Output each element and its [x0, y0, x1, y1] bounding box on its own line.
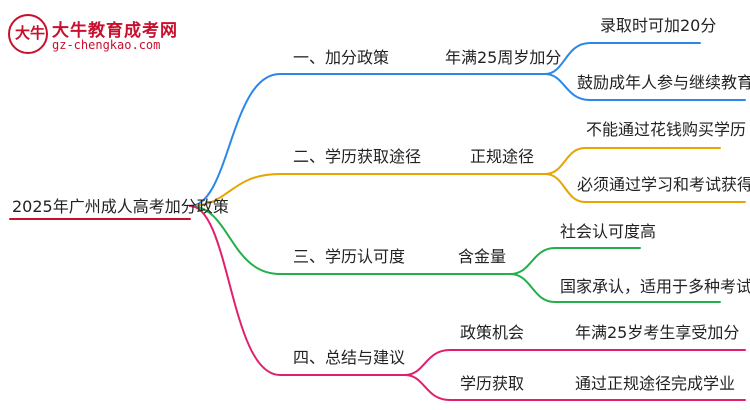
branch-1-leaf-2-connector: [544, 73, 746, 101]
branch-4-sub-2: 学历获取: [460, 374, 525, 393]
branch-2-leaf-1: 不能通过花钱购买学历: [586, 120, 747, 139]
branch-4-connector: [189, 205, 406, 376]
branch-3-label: 三、学历认可度: [293, 247, 406, 266]
branch-2-sub-1: 正规途径: [470, 147, 535, 166]
branch-3-leaf-1-connector: [509, 247, 641, 275]
branch-1-sub-1: 年满25周岁加分: [445, 48, 562, 67]
branch-1-leaf-2: 鼓励成年人参与继续教育: [577, 73, 750, 92]
branch-4-label: 四、总结与建议: [293, 348, 406, 367]
logo-domain: gz-chengkao.com: [52, 38, 161, 52]
branch-1-leaf-1-connector: [544, 42, 701, 75]
branch-3-leaf-1: 社会认可度高: [560, 222, 657, 241]
branch-3-connector: [189, 205, 416, 275]
branch-4-sub-1-leaf-1: 年满25岁考生享受加分: [575, 323, 740, 342]
branch-1-connector: [189, 73, 416, 207]
branch-2-leaf-1-connector: [544, 147, 721, 175]
branch-4-sub-2-leaf-1: 通过正规途径完成学业: [575, 374, 736, 393]
site-logo: 大牛 大牛教育成考网 gz-chengkao.com: [8, 14, 177, 54]
logo-glyph: 大牛: [15, 24, 46, 42]
branch-2-label: 二、学历获取途径: [293, 147, 422, 166]
branch-2-connector: [189, 173, 416, 207]
root-topic: 2025年广州成人高考加分政策: [12, 197, 229, 216]
branch-1-leaf-1: 录取时可加20分: [600, 16, 717, 35]
branch-4-sub-2-connector: [404, 374, 746, 401]
logo-emblem: 大牛: [8, 14, 48, 54]
branch-4-sub-1: 政策机会: [460, 323, 525, 342]
branch-1-label: 一、加分政策: [293, 48, 390, 67]
branch-2-leaf-2-connector: [544, 173, 746, 203]
branch-3-leaf-2-connector: [509, 273, 721, 303]
logo-title: 大牛教育成考网: [52, 21, 178, 41]
branch-4-sub-1-connector: [404, 349, 746, 376]
branch-3-leaf-2: 国家承认，适用于多种考试: [560, 277, 750, 296]
branch-2-leaf-2: 必须通过学习和考试获得: [577, 175, 750, 194]
branch-3-sub-1: 含金量: [458, 247, 507, 266]
